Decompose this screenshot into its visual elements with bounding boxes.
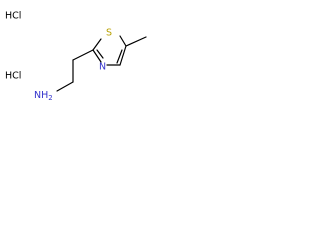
bond-c5-methyl	[125, 36, 147, 47]
amine-subscript-text: 2	[48, 94, 52, 102]
sulfur-atom-label: S	[106, 28, 112, 39]
chemical-structure: HCl HCl S N NH2	[5, 11, 147, 103]
amine-nh-text: NH	[34, 90, 48, 101]
hcl-label-bottom: HCl	[5, 71, 21, 82]
ring-nitrogen-atom-label: N	[99, 62, 106, 73]
bond-c2-s	[92, 38, 102, 51]
bonds	[56, 35, 147, 92]
bond-ch2-c2	[72, 49, 94, 61]
bond-c5-c4-inner	[116, 49, 123, 64]
bond-c5-c4	[119, 45, 127, 66]
bond-s-c5	[119, 35, 127, 47]
bond-n3-c2-inner	[96, 49, 104, 59]
hcl-label-top: HCl	[5, 11, 21, 22]
bond-amine-ch2	[56, 81, 74, 92]
amine-group-label: NH2	[34, 90, 53, 103]
bond-n3-c2	[92, 49, 102, 63]
